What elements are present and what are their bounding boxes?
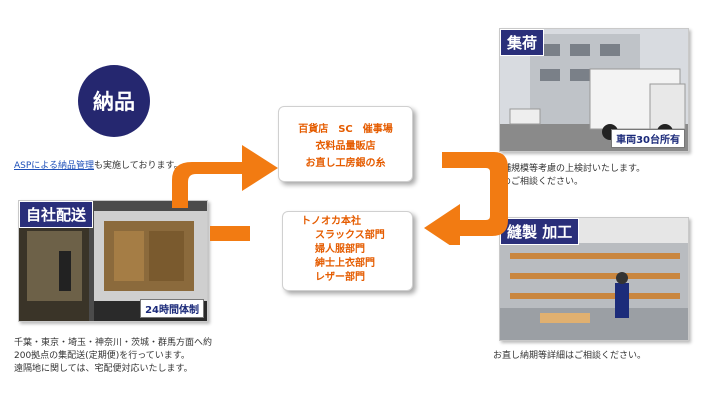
clients-line: お直し工房銀の糸 xyxy=(305,158,386,169)
sewing-desc: お直し納期等詳細はご相談ください。 xyxy=(493,350,646,363)
pickup-photo: 集荷 車両30台所有 xyxy=(499,28,689,152)
self-delivery-desc-line: 200拠点の集配送(定期便)を行っています。 xyxy=(14,351,190,361)
self-delivery-photo: 自社配送 24時間体制 xyxy=(18,200,208,322)
self-delivery-desc: 千葉・東京・埼玉・神奈川・茨城・群馬方面へ約 200拠点の集配送(定期便)を行っ… xyxy=(14,337,212,376)
delivery-badge: 納品 xyxy=(78,65,150,137)
clients-box: 百貨店 SC 催事場 衣料品量販店 お直し工房銀の糸 xyxy=(278,106,413,182)
clients-line: 百貨店 SC 催事場 xyxy=(298,124,393,135)
arrow-bar xyxy=(210,226,250,241)
sewing-photo: 縫製 加工 xyxy=(499,217,689,341)
arrow-right-curved-icon xyxy=(172,145,278,208)
sewing-label: 縫製 加工 xyxy=(500,218,580,245)
self-delivery-label: 自社配送 xyxy=(19,201,94,228)
self-delivery-caption: 24時間体制 xyxy=(140,299,204,318)
delivery-note: ASPによる納品管理も実施しております。 xyxy=(14,160,183,173)
department-item: 婦人服部門 xyxy=(315,244,365,255)
sewing-desc-line: お直し納期等詳細はご相談ください。 xyxy=(493,351,647,361)
pickup-desc: 店舗規模等考慮の上検討いたします。 予めご相談ください。 xyxy=(493,163,645,189)
self-delivery-desc-line: 千葉・東京・埼玉・神奈川・茨城・群馬方面へ約 xyxy=(14,338,213,348)
department-item: レザー部門 xyxy=(315,272,365,283)
tonooka-title: トノオカ本社 xyxy=(301,216,361,227)
tonooka-box: トノオカ本社 スラックス部門 婦人服部門 紳士上衣部門 レザー部門 xyxy=(282,211,413,291)
delivery-note-text: も実施しております。 xyxy=(94,161,183,171)
truck-loading-image xyxy=(19,201,207,321)
pickup-desc-line: 予めご相談ください。 xyxy=(493,177,584,187)
pickup-caption: 車両30台所有 xyxy=(611,129,685,148)
clients-line: 衣料品量販店 xyxy=(315,141,376,152)
department-item: スラックス部門 xyxy=(315,230,385,241)
department-item: 紳士上衣部門 xyxy=(315,258,375,269)
self-delivery-desc-line: 遠隔地に関しては、宅配便対応いたします。 xyxy=(14,364,193,374)
pickup-desc-line: 店舗規模等考慮の上検討いたします。 xyxy=(493,164,646,174)
asp-delivery-link[interactable]: ASPによる納品管理 xyxy=(14,161,95,171)
arrow-left-curved-icon xyxy=(424,152,508,245)
pickup-label: 集荷 xyxy=(500,29,545,56)
